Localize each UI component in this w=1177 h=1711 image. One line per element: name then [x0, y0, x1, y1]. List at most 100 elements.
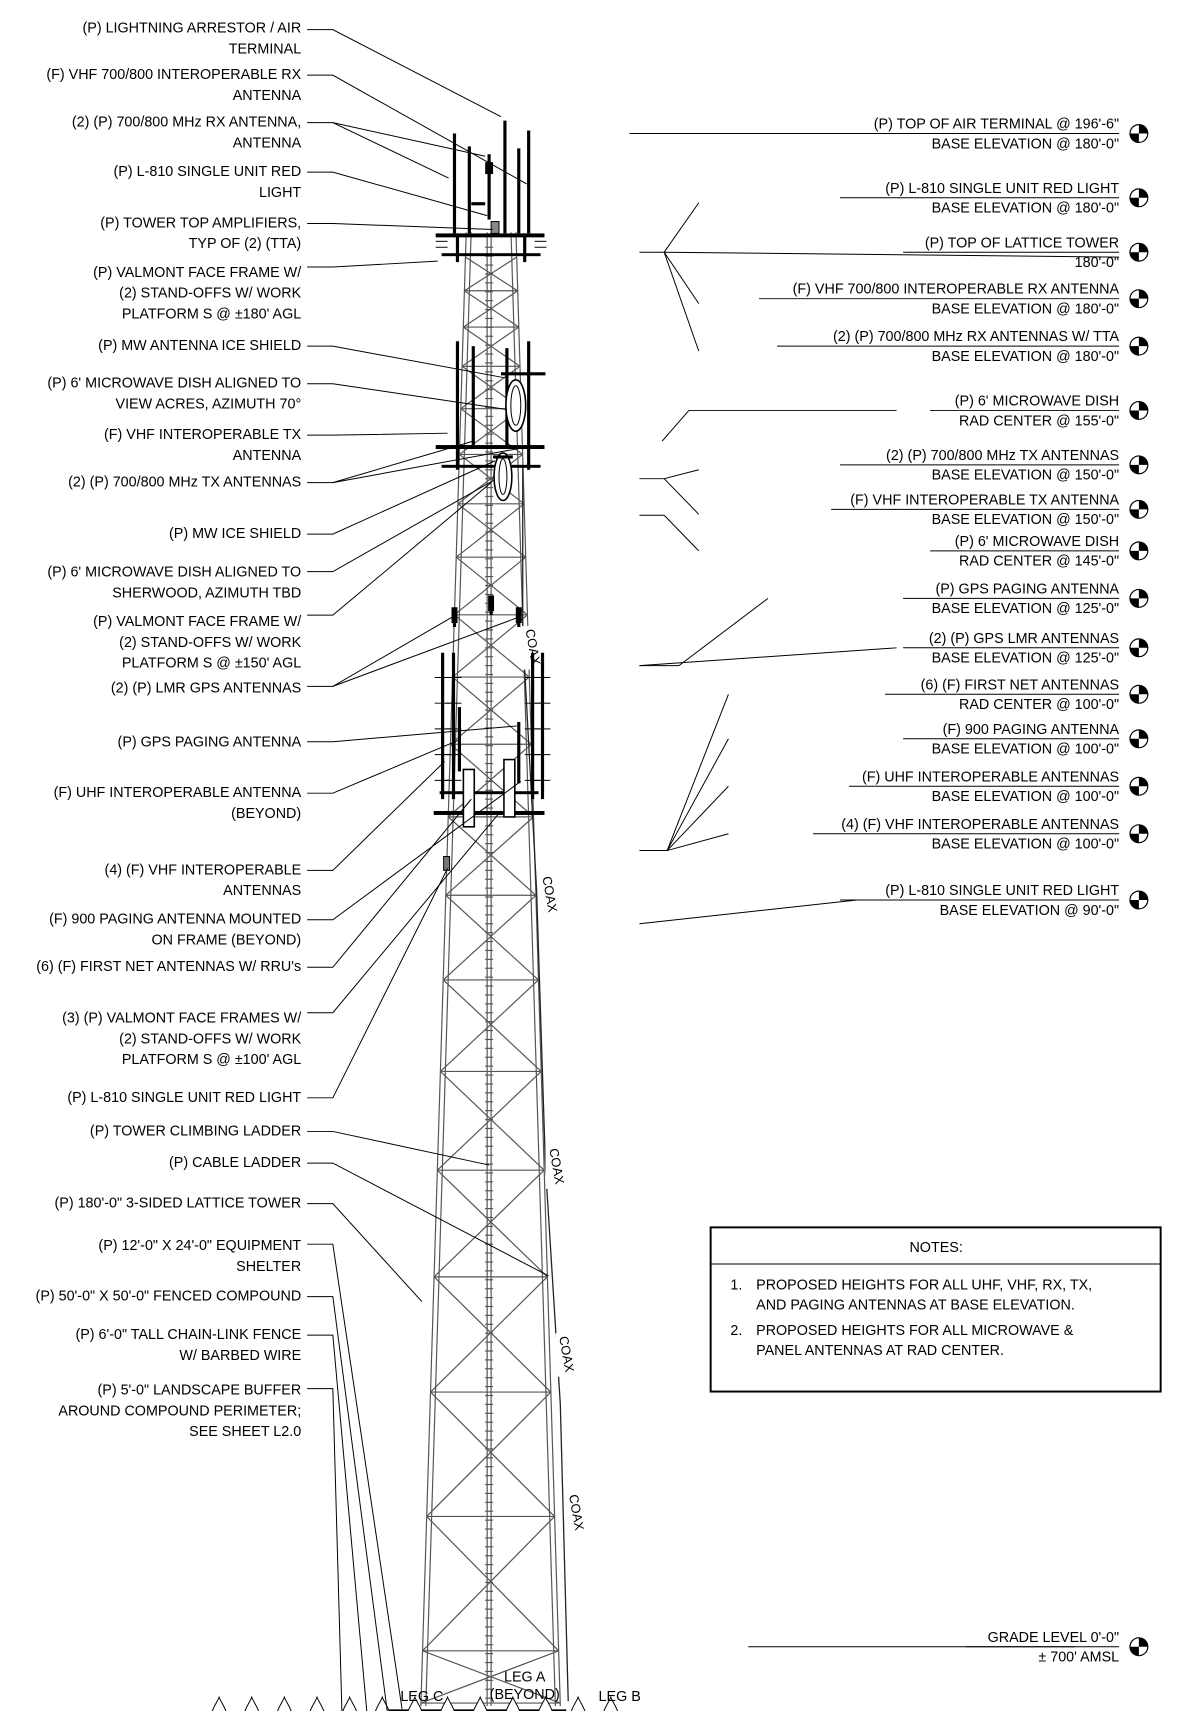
left-callout-line: (P) 6'-0" TALL CHAIN-LINK FENCE [75, 1327, 301, 1343]
right-elevation-line: BASE ELEVATION @ 100'-0" [932, 837, 1119, 853]
left-leader-line [307, 480, 494, 573]
buffer-tree [505, 1695, 521, 1711]
right-elevation-line: BASE ELEVATION @ 90'-0" [940, 903, 1120, 919]
left-leader-line [307, 122, 486, 157]
right-leader-line [666, 785, 729, 851]
left-callout-line: (P) 5'-0" LANDSCAPE BUFFER [98, 1383, 302, 1399]
left-callout-label: (P) 50'-0" X 50'-0" FENCED COMPOUND [36, 1289, 302, 1305]
left-callout-line: PLATFORM S @ ±180' AGL [122, 306, 301, 322]
right-elevation-line: BASE ELEVATION @ 150'-0" [932, 512, 1119, 528]
coax-label: COAX [566, 1493, 587, 1532]
right-leader-line [639, 647, 897, 667]
red-light [485, 162, 494, 175]
tower-brace [439, 979, 539, 1072]
right-elevation-line: BASE ELEVATION @ 150'-0" [932, 468, 1119, 484]
coax-label-bg [538, 873, 553, 917]
left-leader-line [307, 482, 492, 616]
elevation-marker-icon [1129, 400, 1149, 420]
right-elevation-line: RAD CENTER @ 155'-0" [959, 413, 1119, 429]
coax-label-bg [565, 1491, 580, 1535]
platform-180-bottom [441, 253, 541, 257]
tower-brace [433, 1276, 552, 1393]
left-callout-label: (2) (P) 700/800 MHz TX ANTENNAS [68, 475, 301, 491]
left-callout-line: (BEYOND) [231, 806, 301, 822]
tower-brace [461, 326, 520, 367]
elevation-marker-icon [1129, 824, 1149, 844]
left-callout-line: SHERWOOD, AZIMUTH TBD [112, 585, 301, 601]
left-callout-line: (P) VALMONT FACE FRAME W/ [93, 265, 301, 281]
right-elevation-label: (F) VHF INTEROPERABLE TX ANTENNA BASE ELE… [850, 492, 1119, 528]
left-callout-label: (3) (P) VALMONT FACE FRAMES W/(2) STAND-… [62, 1011, 302, 1069]
right-elevation-label: (P) 6' MICROWAVE DISH RAD CENTER @ 155'-0… [955, 393, 1119, 429]
left-callout-line: (3) (P) VALMONT FACE FRAMES W/ [62, 1011, 301, 1027]
first-net-panel-antenna [503, 758, 516, 818]
left-callout-line: (P) LIGHTNING ARRESTOR / AIR [83, 21, 302, 37]
tower-brace [420, 1650, 559, 1704]
left-leader-line [307, 260, 438, 268]
tower-brace [445, 894, 539, 981]
notes-box: NOTES:1.PROPOSED HEIGHTS FOR ALL UHF, VH… [709, 1226, 1162, 1393]
right-elevation-line: (F) VHF INTEROPERABLE TX ANTENNA [850, 492, 1119, 508]
notes-item-text: PROPOSED HEIGHTS FOR ALL MICROWAVE &PANE… [756, 1323, 1074, 1359]
buffer-tree [472, 1695, 488, 1711]
right-elevation-line: (P) 6' MICROWAVE DISH [955, 393, 1119, 409]
left-callout-line: (2) STAND-OFFS W/ WORK [119, 635, 301, 651]
left-leader-line [307, 725, 517, 743]
leg-c-label: LEG C [400, 1689, 443, 1705]
notes-border [709, 1226, 1162, 1393]
right-elevation-labels: (P) TOP OF AIR TERMINAL @ 196'-6"BASE EL… [759, 117, 1149, 1666]
gps-antenna [515, 607, 522, 624]
left-leader-line [307, 761, 445, 871]
left-leader-line [307, 780, 522, 921]
elevation-marker-icon [1129, 242, 1149, 262]
right-elevation-line: BASE ELEVATION @ 100'-0" [932, 789, 1119, 805]
right-elevation-line: 180'-0" [1075, 255, 1119, 271]
left-callout-label: (P) CABLE LADDER [169, 1155, 301, 1171]
buffer-tree [342, 1695, 357, 1711]
left-callout-label: (P) GPS PAGING ANTENNA [118, 735, 302, 751]
tower-top-amplifier [490, 221, 500, 234]
tower-brace [439, 1070, 545, 1171]
elevation-marker-icon [1129, 455, 1149, 475]
elevation-marker-icon [1129, 890, 1149, 910]
tower-brace [464, 290, 520, 328]
left-callout-line: (2) STAND-OFFS W/ WORK [119, 286, 301, 302]
tower-brace [422, 1516, 556, 1652]
buffer-tree [570, 1695, 586, 1711]
elevation-marker-icon [1129, 684, 1149, 704]
left-callout-line: ON FRAME (BEYOND) [152, 933, 302, 949]
right-elevation-line: (F) VHF 700/800 INTEROPERABLE RX ANTENNA [793, 282, 1120, 298]
left-callout-line: (6) (F) FIRST NET ANTENNAS W/ RRU's [36, 959, 301, 975]
left-callout-line: (P) 6' MICROWAVE DISH ALIGNED TO [47, 565, 301, 581]
right-elevation-label: (F) UHF INTEROPERABLE ANTENNAS BASE ELEVA… [862, 769, 1119, 805]
coax-label-bg [555, 1333, 570, 1377]
left-callout-line: TYP OF (2) (TTA) [189, 236, 302, 252]
left-callout-line: (P) VALMONT FACE FRAME W/ [93, 614, 301, 630]
tower-brace [430, 1276, 548, 1393]
left-callout-line: (F) VHF INTEROPERABLE TX [104, 427, 302, 443]
tower-brace [436, 1169, 548, 1278]
tower-brace [462, 326, 521, 367]
leg-a-line: (BEYOND) [490, 1687, 560, 1703]
left-callout-line: SHELTER [236, 1259, 301, 1275]
buffer-tree [603, 1695, 619, 1711]
right-leader-line [663, 251, 700, 304]
right-leader-line [663, 514, 700, 552]
left-callout-line: (F) UHF INTEROPERABLE ANTENNA [54, 785, 302, 801]
platform-150-top [435, 445, 545, 450]
tower-brace [442, 979, 542, 1072]
platform-180-top [435, 233, 545, 238]
right-elevation-line: (F) UHF INTEROPERABLE ANTENNAS [862, 769, 1119, 785]
right-elevation-label: (F) VHF 700/800 INTEROPERABLE RX ANTENNA… [793, 282, 1120, 318]
right-leader-line [663, 252, 700, 352]
right-elevation-line: RAD CENTER @ 100'-0" [959, 697, 1119, 713]
